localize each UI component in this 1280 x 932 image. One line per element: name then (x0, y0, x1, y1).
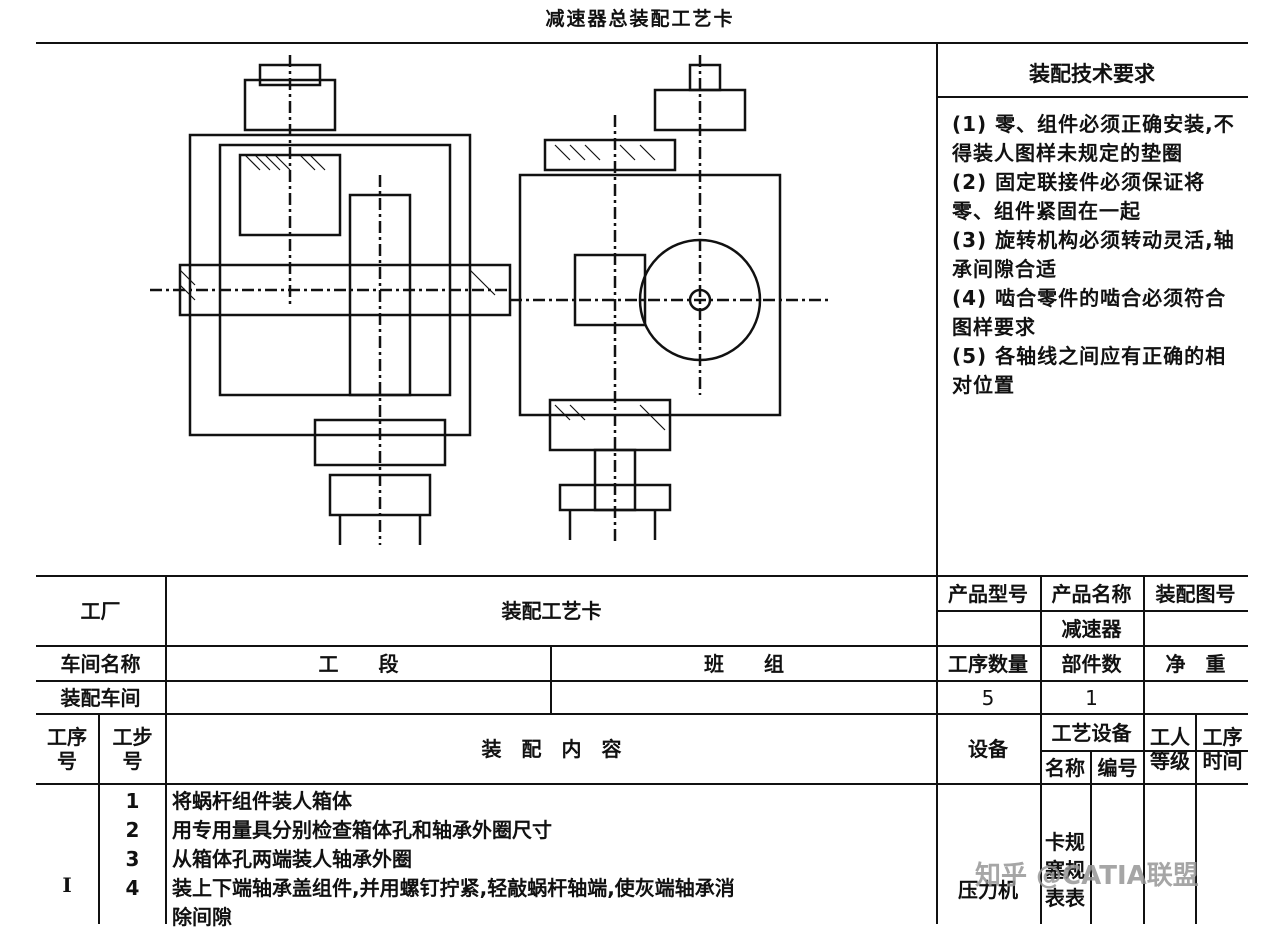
tooling-header: 工艺设备 (1051, 720, 1132, 745)
rule (36, 680, 1248, 682)
requirements-list: (1) 零、组件必须正确安装,不得装人图样未规定的垫圈 (2) 固定联接件必须保… (952, 110, 1237, 400)
rule (936, 610, 1248, 612)
process-count-label: 工序数量 (948, 651, 1028, 676)
step-content: 除间隙 (172, 905, 232, 929)
product-name-value: 减速器 (1061, 616, 1122, 641)
requirement-item: (4) 啮合零件的啮合必须符合图样要求 (952, 286, 1227, 339)
step-content: 用专用量具分别检查箱体孔和轴承外圈尺寸 (172, 818, 552, 842)
step-content: 将蜗杆组件装人箱体 (172, 789, 352, 813)
assembly-workshop-label: 装配车间 (60, 685, 141, 710)
step-number: 1 (125, 789, 140, 813)
tooling-name-value: 卡规 塞规 表表 (1045, 829, 1085, 910)
rule (1090, 750, 1092, 924)
step-content: 从箱体孔两端装人轴承外圈 (172, 847, 412, 871)
watermark: 知乎 @CATIA联盟 (975, 861, 1199, 891)
requirements-divider (936, 44, 938, 924)
net-weight-label: 净 重 (1165, 651, 1226, 676)
process-time-header: 工序时间 (1202, 725, 1243, 773)
rule (36, 713, 1248, 715)
tool-name-header: 名称 (1045, 755, 1085, 780)
step-no-header: 工步号 (112, 725, 153, 773)
requirements-heading: 装配技术要求 (1029, 62, 1155, 86)
requirement-item: (3) 旋转机构必须转动灵活,轴承间隙合适 (952, 228, 1235, 281)
part-count-value: 1 (1085, 685, 1098, 710)
assembly-drawing-label: 装配图号 (1155, 581, 1236, 606)
content-header: 装 配 内 容 (481, 737, 622, 761)
requirements-title-rule (936, 96, 1248, 98)
tool-no-header: 编号 (1097, 755, 1138, 780)
team-label: 班 组 (704, 651, 784, 676)
step-numbers: 1 2 3 4 (100, 787, 165, 903)
rule (165, 713, 167, 924)
step-content: 装上下端轴承盖组件,并用螺钉拧紧,轻敲蜗杆轴端,使灰端轴承消 (172, 876, 735, 900)
process-count-value: 5 (981, 685, 995, 710)
worker-grade-header: 工人等级 (1150, 725, 1190, 773)
section-label: 工 段 (318, 651, 399, 676)
equipment-value: 压力机 (958, 878, 1018, 902)
table-top-rule (36, 575, 1248, 577)
step-contents: 将蜗杆组件装人箱体 用专用量具分别检查箱体孔和轴承外圈尺寸 从箱体孔两端装人轴承… (172, 787, 932, 932)
step-number: 3 (125, 847, 140, 871)
rule (36, 645, 1248, 647)
product-model-label: 产品型号 (948, 581, 1028, 606)
rule (1040, 575, 1042, 924)
equipment-header: 设备 (968, 737, 1008, 761)
factory-label: 工厂 (80, 599, 121, 623)
requirement-item: (1) 零、组件必须正确安装,不得装人图样未规定的垫圈 (952, 112, 1235, 165)
requirement-item: (2) 固定联接件必须保证将零、组件紧固在一起 (952, 170, 1206, 223)
top-rule (36, 42, 1248, 44)
rule (1143, 575, 1145, 924)
step-number: 4 (125, 876, 140, 900)
rule (98, 713, 100, 924)
step-number: 2 (125, 818, 140, 842)
product-name-label: 产品名称 (1051, 581, 1132, 606)
rule (36, 783, 1248, 785)
rule (165, 575, 167, 715)
requirement-item: (5) 各轴线之间应有正确的相对位置 (952, 344, 1227, 397)
document-title: 减速器总装配工艺卡 (545, 8, 735, 30)
gear-reducer-drawing (150, 55, 830, 545)
rule (1195, 713, 1197, 924)
workshop-name-label: 车间名称 (60, 651, 141, 676)
rule (550, 645, 552, 715)
process-no-header: 工序号 (47, 725, 87, 773)
part-count-label: 部件数 (1061, 651, 1122, 676)
card-title: 装配工艺卡 (501, 599, 602, 623)
process-number: I (62, 873, 72, 897)
